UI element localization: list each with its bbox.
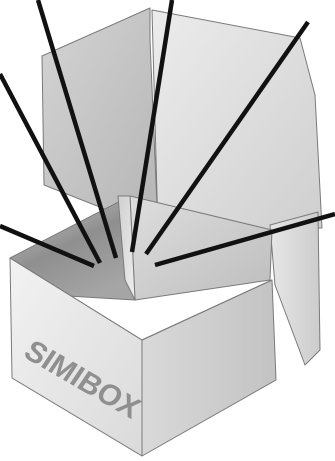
box-side-face	[142, 280, 276, 456]
right-side-flap	[270, 212, 320, 365]
